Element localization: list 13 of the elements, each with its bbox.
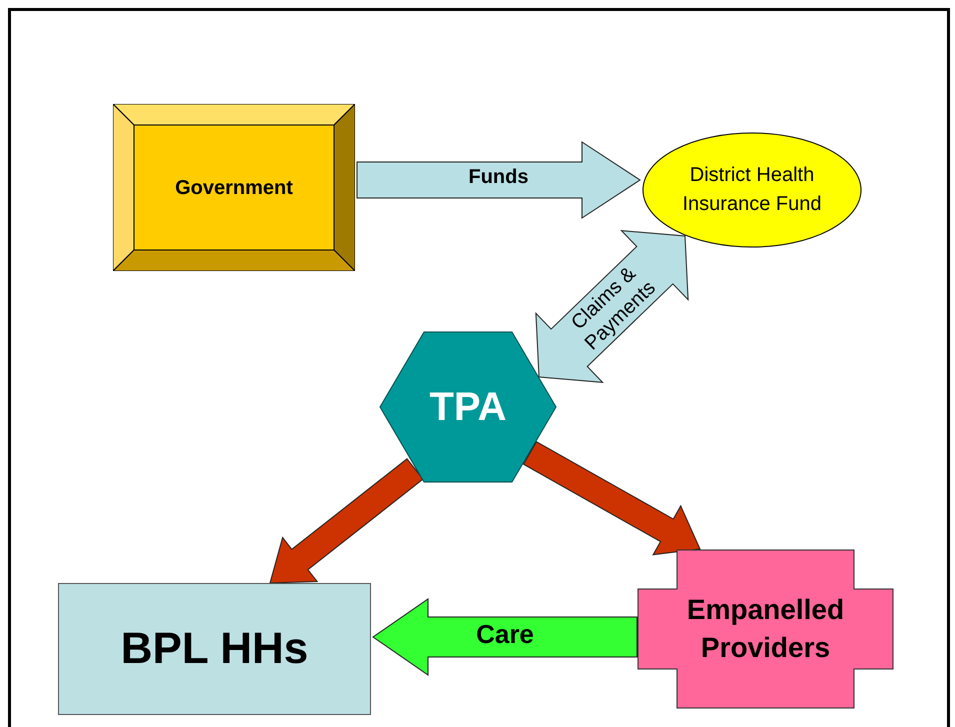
node-label: Government (175, 176, 293, 200)
block-arrow (535, 230, 689, 384)
block-arrow (522, 441, 701, 556)
block-arrow (356, 141, 641, 219)
process-box (58, 583, 371, 715)
edge-label: Funds (468, 165, 530, 189)
node-label: TPA (429, 384, 507, 431)
edge-label: Care (475, 622, 535, 646)
node-label: BPL HHs (120, 623, 308, 675)
node-label: Empanelled Providers (686, 593, 846, 665)
block-arrow (372, 598, 638, 676)
node-label: District Health Insurance Fund (682, 163, 822, 217)
block-arrow (269, 458, 424, 584)
